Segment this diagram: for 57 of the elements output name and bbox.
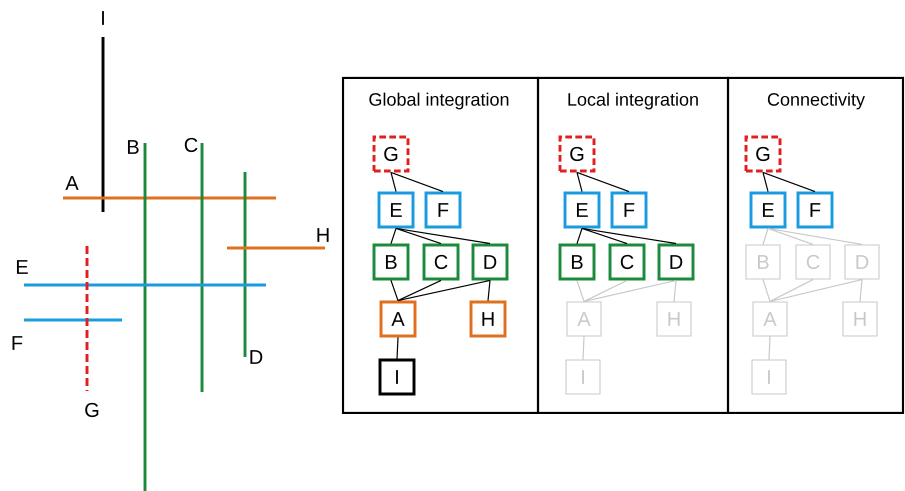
connector-line [770, 278, 862, 302]
letter-box: E [750, 192, 786, 228]
connector-line [396, 228, 490, 244]
letter-box: B [372, 244, 410, 280]
connector-line [487, 280, 491, 301]
letter-box: F [796, 192, 834, 228]
letter-box: F [610, 192, 648, 228]
connector-line [768, 228, 862, 246]
letter-box: E [564, 192, 600, 228]
connector-line [673, 280, 677, 302]
connector-line [582, 228, 628, 244]
letter-box: C [422, 244, 460, 280]
letter-box: E [378, 192, 414, 228]
connector-line [396, 337, 399, 359]
connector-line [859, 279, 863, 302]
line-label: H [317, 228, 329, 242]
connector-line [584, 280, 676, 302]
letter-box: D [658, 244, 694, 280]
connector-line [576, 228, 583, 244]
letter-box: G [744, 136, 782, 172]
line-label: E [16, 260, 28, 274]
connector-line [584, 280, 628, 302]
connector-line [762, 172, 816, 192]
connector-line [762, 172, 769, 192]
connector-line [390, 172, 444, 192]
connector-line [770, 279, 814, 302]
line-label: D [250, 350, 262, 364]
letter-box: G [558, 136, 596, 172]
letter-box: B [558, 244, 596, 280]
connector-line [576, 172, 630, 192]
line-label: B [128, 140, 139, 154]
letter-box: A [380, 300, 416, 338]
connector-line [762, 279, 771, 302]
letter-box: C [608, 244, 646, 280]
connector-line [768, 228, 814, 246]
letter-box: I [378, 358, 416, 396]
connector-line [390, 228, 397, 244]
line-label: F [12, 336, 22, 350]
line-label: C [184, 138, 198, 152]
connector-line [768, 336, 771, 360]
connector-line [398, 280, 490, 302]
connector-line [398, 280, 442, 302]
line-label: G [85, 402, 98, 418]
connector-line [582, 336, 585, 360]
connector-line [390, 172, 397, 192]
connector-line [762, 228, 769, 245]
connector-line [396, 228, 442, 244]
connector-line [582, 228, 676, 244]
letter-box: D [472, 244, 508, 280]
letter-box: H [470, 300, 506, 338]
connector-line [576, 280, 585, 302]
line-label: A [65, 176, 79, 190]
letter-box: G [372, 136, 410, 172]
connector-line [390, 280, 399, 301]
letter-box: F [424, 192, 462, 228]
line-label: I [102, 11, 104, 25]
connector-line [576, 172, 583, 192]
